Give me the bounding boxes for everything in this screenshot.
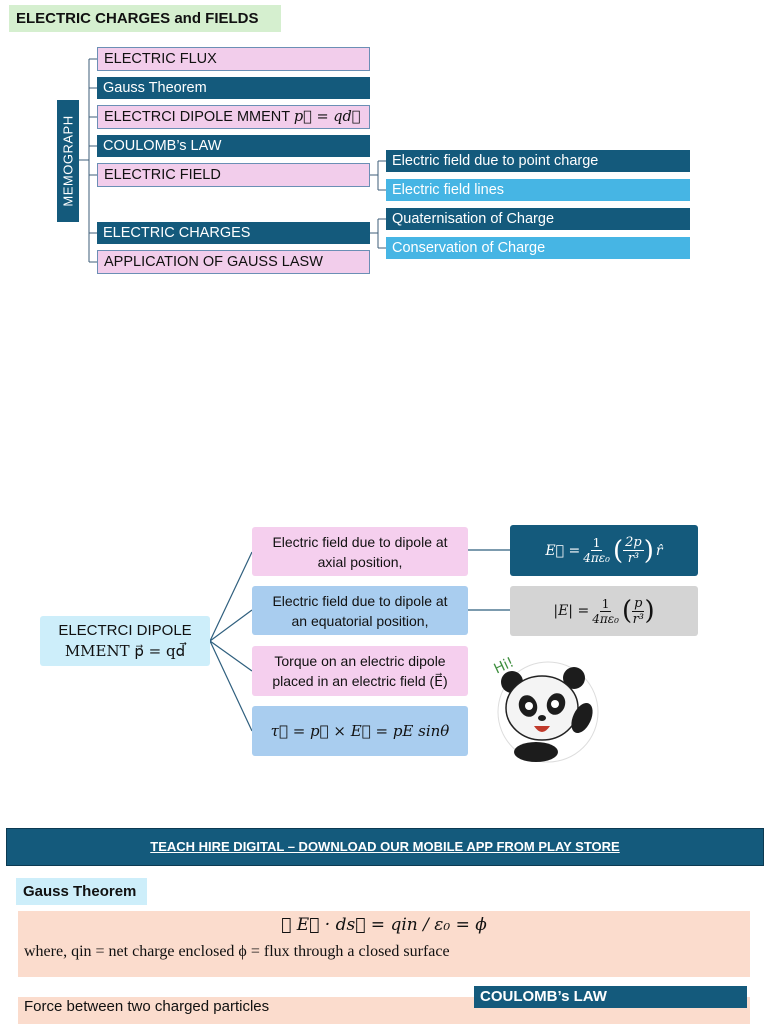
promo-banner[interactable]: TEACH HIRE DIGITAL – DOWNLOAD OUR MOBILE… [6,828,764,866]
node-electric-dipole-moment: ELECTRCI DIPOLE MMENT p⃗ = qd⃗ [97,105,370,129]
node-field-point-charge: Electric field due to point charge [386,150,690,172]
branch-torque-formula: τ⃗ = p⃗ × E⃗ = pE sinθ [252,706,468,756]
dipole-root: ELECTRCI DIPOLE MMENT p⃗ = qd⃗ [40,616,210,666]
node-electric-flux: ELECTRIC FLUX [97,47,370,71]
node-gauss-theorem: Gauss Theorem [97,77,370,99]
node-coulombs-law: COULOMB’s LAW [97,135,370,157]
branch-axial: Electric field due to dipole at axial po… [252,527,468,576]
dipole-connectors [209,549,510,732]
gauss-theorem-box: ∮ E⃗ · ds⃗ = qin / ε₀ = ϕ where, qin = n… [18,911,750,977]
branch-torque: Torque on an electric dipole placed in a… [252,646,468,696]
node-application-gauss-law: APPLICATION OF GAUSS LASW [97,250,370,274]
gauss-where-text: where, qin = net charge enclosed ϕ = flu… [24,943,450,960]
node-conservation-charge: Conservation of Charge [386,237,690,259]
memograph-label: MEMOGRAPH [57,100,79,222]
axial-formula: E⃗ = 1 4πε₀ ( 2p r³ ) r̂ [510,525,698,576]
node-quantisation-charge: Quaternisation of Charge [386,208,690,230]
branch-equatorial: Electric field due to dipole at an equat… [252,586,468,635]
equatorial-formula: |E| = 1 4πε₀ ( p r³ ) [510,586,698,636]
gauss-theorem-label: Gauss Theorem [16,878,147,905]
coulombs-law-label: COULOMB’s LAW [474,986,747,1008]
node-electric-field: ELECTRIC FIELD [97,163,370,187]
gauss-equation: ∮ E⃗ · ds⃗ = qin / ε₀ = ϕ [281,915,487,935]
panda-sticker-icon: Hi! [492,655,599,763]
node-field-lines: Electric field lines [386,179,690,201]
page-title: ELECTRIC CHARGES and FIELDS [9,5,281,32]
node-electric-charges: ELECTRIC CHARGES [97,222,370,244]
sticker-greeting: Hi! [492,655,517,678]
memograph-connectors [79,58,386,263]
